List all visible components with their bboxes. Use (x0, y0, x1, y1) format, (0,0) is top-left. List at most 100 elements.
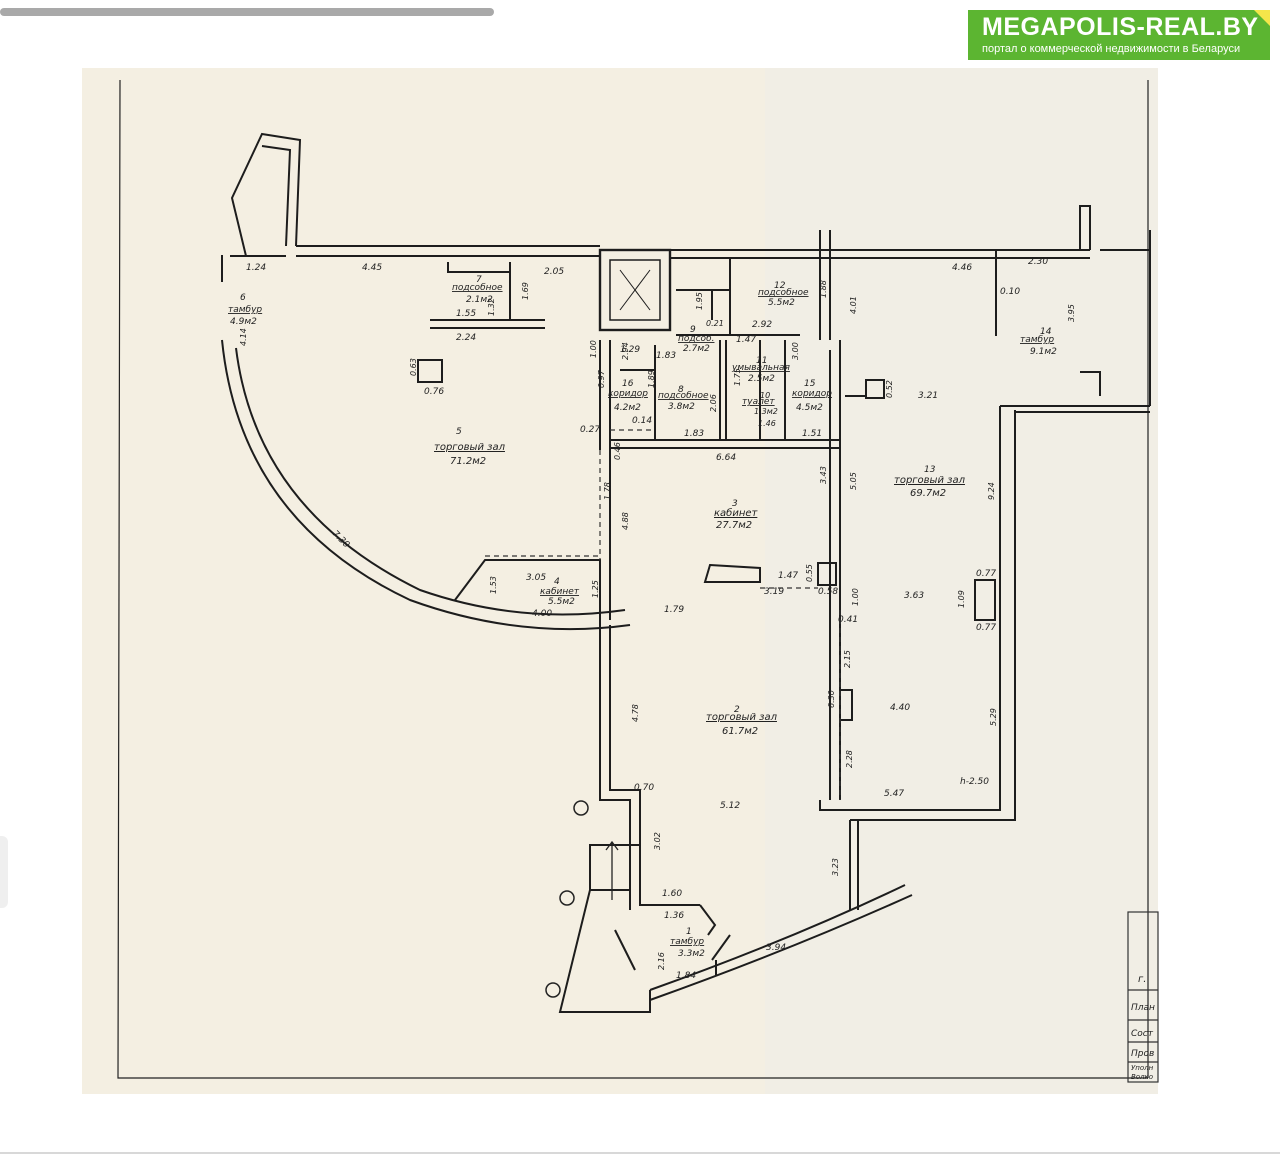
stamp-line: План (1131, 1003, 1155, 1013)
dim: 1.89 (647, 370, 656, 388)
dim: 1.83 (656, 351, 676, 361)
room-11-number: 11 (756, 356, 767, 366)
dim: 4.01 (849, 296, 858, 314)
dim: 5.12 (720, 801, 740, 811)
room-9-area: 2.7м2 (683, 344, 710, 354)
dim: 3.94 (766, 943, 786, 953)
dim: 1.83 (684, 429, 704, 439)
room-11-name: умывальная (731, 363, 790, 373)
dim: 0.52 (885, 380, 894, 398)
dim: 0.27 (580, 425, 600, 435)
dimension-labels: 1.24 4.45 2.05 1.55 1.32 1.69 2.24 4.14 … (239, 257, 1076, 981)
room-10-name: туалет (742, 397, 775, 407)
dim: 3.63 (904, 591, 924, 601)
dim: 1.51 (802, 429, 822, 439)
room-9-number: 9 (690, 325, 696, 335)
dim: 5.29 (989, 708, 998, 726)
dashed-partitions (485, 429, 841, 800)
room-13-area: 69.7м2 (910, 488, 946, 499)
megapolis-logo[interactable]: MEGAPOLIS-REAL.BY портал о коммерческой … (968, 10, 1270, 60)
entry-arrow-icon (605, 840, 619, 900)
room-6-number: 6 (240, 293, 246, 303)
dim: 1.47 (778, 571, 798, 581)
dim: 0.77 (976, 569, 996, 579)
room-7-name: подсобное (452, 283, 503, 293)
dim: 1.78 (603, 482, 612, 500)
room-6-name: тамбур (228, 305, 262, 315)
dim: 3.00 (791, 342, 800, 360)
dim: 3.21 (918, 391, 938, 401)
dim: 1.32 (487, 298, 496, 316)
dim: 1.36 (664, 911, 684, 921)
title-block (1127, 911, 1159, 1083)
dim: 0.41 (838, 615, 858, 625)
room-15-name: коридор (792, 389, 832, 399)
room-16-area: 4.2м2 (614, 403, 641, 413)
stamp-line: Уполн (1131, 1064, 1154, 1072)
dim: 2.16 (657, 952, 666, 970)
dim: 0.97 (597, 369, 606, 388)
room-5-name: торговый зал (434, 442, 506, 453)
room-8-name: подсобное (658, 391, 709, 401)
room-2-name: торговый зал (706, 712, 778, 723)
dim: 3.43 (819, 466, 828, 484)
dim: 2.06 (709, 394, 718, 412)
room-6-area: 4.9м2 (230, 317, 257, 327)
stamp-line: Пров (1131, 1049, 1154, 1059)
logo-title: MEGAPOLIS-REAL.BY (982, 13, 1259, 41)
dim: 5.05 (849, 472, 858, 490)
dim: 1.79 (664, 605, 684, 615)
dim: 0.10 (1000, 287, 1020, 297)
logo-corner-icon (1254, 10, 1270, 26)
stamp-line: г. (1138, 974, 1146, 985)
dim: 1.84 (676, 971, 696, 981)
room-16-number: 16 (622, 379, 634, 389)
dim: 6.64 (716, 453, 736, 463)
room-12-name: подсобное (758, 288, 809, 298)
dim: 1.55 (456, 309, 476, 319)
stamp-line: Волко (1131, 1073, 1153, 1081)
room-3-area: 27.7м2 (716, 520, 752, 531)
room-12-number: 12 (774, 281, 786, 291)
dim: 2.28 (845, 750, 854, 768)
dim: 2.15 (843, 650, 852, 668)
room-7-area: 2.1м2 (466, 295, 493, 305)
room-labels: 6 тамбур 4.9м2 7 подсобное 2.1м2 5 торго… (228, 275, 1057, 959)
dim: 4.14 (239, 328, 248, 346)
room-3-number: 3 (732, 499, 738, 509)
room-9-name: подсоб. (678, 334, 714, 344)
room-5-area: 71.2м2 (450, 456, 486, 467)
dim: 3.95 (1067, 304, 1076, 322)
dim: 0.46 (613, 442, 622, 460)
room-7-number: 7 (476, 275, 482, 285)
dim: 4.45 (362, 263, 382, 273)
dim: 1.47 (736, 335, 756, 345)
room-16-name: коридор (608, 389, 648, 399)
scrollbar[interactable] (0, 8, 494, 16)
room-10-number: 10 (760, 391, 770, 400)
dim: 6.30 (827, 690, 836, 708)
dim: 1.88 (819, 280, 828, 298)
dim: 3.05 (526, 573, 546, 583)
dim: 4.46 (952, 263, 972, 273)
dim: 1.00 (589, 340, 598, 358)
logo-subtitle: портал о коммерческой недвижимости в Бел… (982, 43, 1241, 55)
dim: 4.00 (532, 609, 552, 619)
room-1-number: 1 (686, 927, 692, 937)
side-handle (0, 836, 8, 908)
dim: 1.46 (758, 419, 776, 428)
room-14-area: 9.1м2 (1030, 347, 1057, 357)
room-13-number: 13 (924, 465, 936, 475)
dim: 3.19 (764, 587, 784, 597)
dim: 0.63 (409, 358, 418, 376)
dim: 2.94 (621, 342, 630, 360)
room-4-area: 5.5м2 (548, 597, 575, 607)
dim: 0.55 (805, 564, 814, 582)
dim: 9.24 (987, 482, 996, 500)
room-4-name: кабинет (540, 587, 580, 597)
dim: 1.25 (591, 580, 600, 598)
dim: h-2.50 (960, 777, 989, 787)
title-block-text: г. План Сост Пров Уполн Волко (1131, 974, 1155, 1081)
room-12-area: 5.5м2 (768, 298, 795, 308)
dim: 0.76 (424, 387, 444, 397)
